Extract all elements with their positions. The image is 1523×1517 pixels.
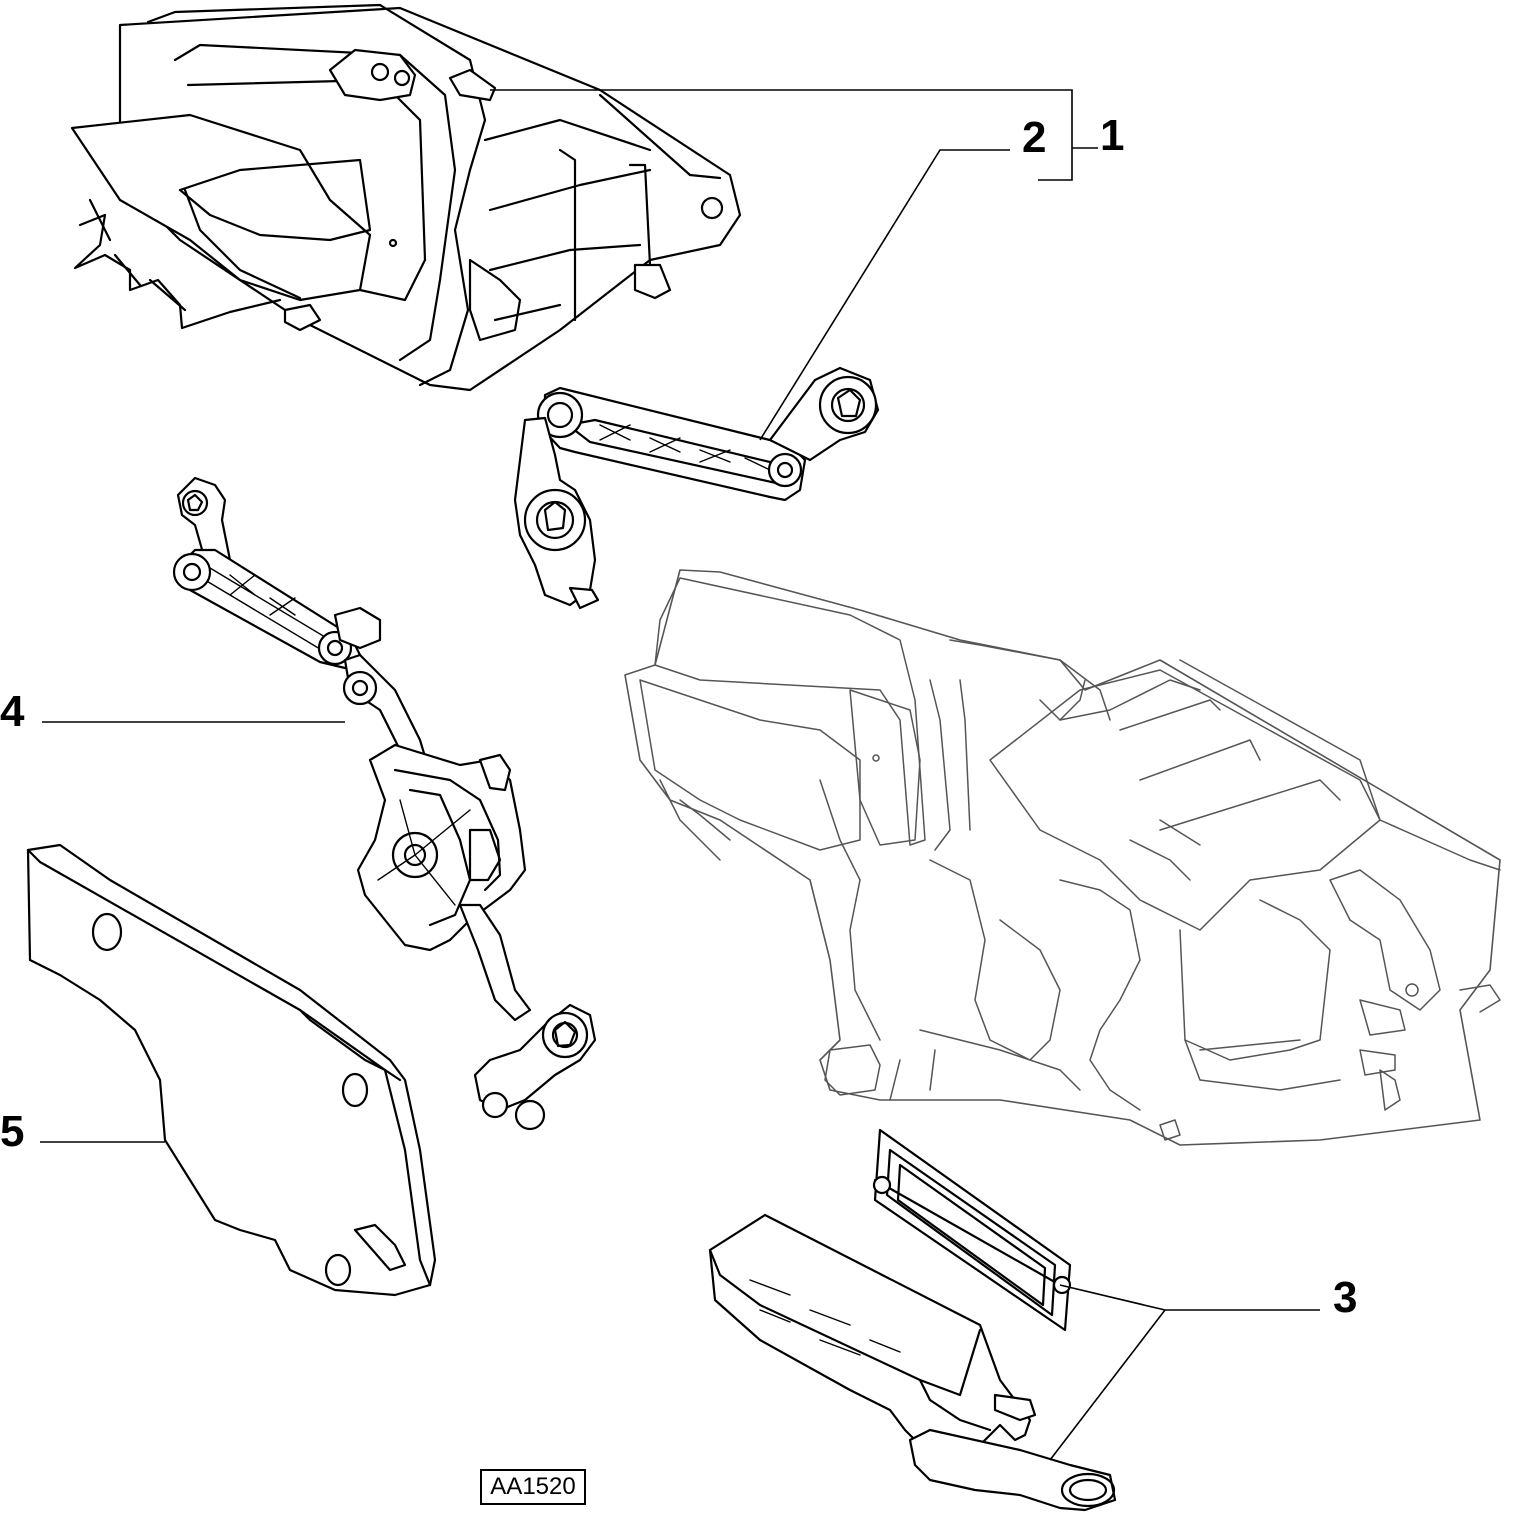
heater-housing-context — [624, 569, 1501, 1146]
callout-5: 5 — [0, 1107, 24, 1156]
part-2-linkage-arm — [513, 366, 880, 610]
leader-2 — [759, 149, 1010, 441]
part-4-actuator-linkage — [172, 476, 597, 1131]
part-3-duct-and-filter — [708, 1128, 1117, 1512]
part-1-flap-housing — [70, 3, 742, 392]
leader-lines — [40, 89, 1320, 1461]
part-5-cover-panel — [26, 843, 437, 1297]
callout-labels: 1 2 3 4 5 — [0, 111, 1357, 1322]
leader-3 — [1049, 1284, 1320, 1461]
reference-code-box: AA1520 — [480, 1469, 586, 1505]
callout-1: 1 — [1100, 111, 1124, 160]
callout-4: 4 — [0, 687, 25, 736]
callout-3: 3 — [1333, 1273, 1357, 1322]
callout-2: 2 — [1022, 113, 1046, 162]
leader-1 — [490, 89, 1098, 181]
